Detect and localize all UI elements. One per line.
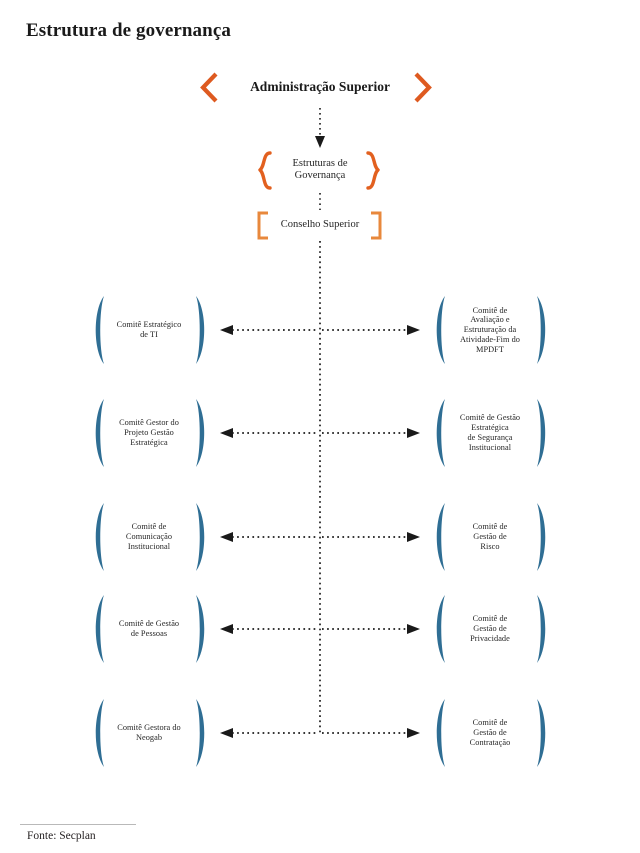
committee-label: Comitê de Gestão de Risco: [472, 522, 508, 551]
committee-node-left-5[interactable]: Comitê Gestora do Neogab: [93, 694, 205, 772]
committee-label: Comitê de Comunicação Institucional: [125, 522, 173, 551]
paren-pair-left-row-2: [95, 399, 205, 467]
square-bracket-left-icon: [257, 211, 268, 240]
committee-node-right-4[interactable]: Comitê de Gestão de Privacidade: [434, 590, 546, 668]
node-administracao-superior[interactable]: Administração Superior: [200, 70, 440, 104]
committee-node-right-3[interactable]: Comitê de Gestão de Risco: [434, 498, 546, 576]
committee-label: Comitê Gestor do Projeto Gestão Estratég…: [119, 418, 179, 447]
paren-pair-right-row-3: [436, 503, 546, 571]
committee-node-right-1[interactable]: Comitê de Avaliação e Estruturação da At…: [434, 291, 546, 369]
committee-node-right-5[interactable]: Comitê de Gestão de Contratação: [434, 694, 546, 772]
node-estruturas-de-governanca[interactable]: Estruturas de Governança: [252, 150, 388, 190]
curly-brace-left-icon: [258, 151, 272, 190]
committee-label: Comitê de Gestão de Privacidade: [470, 614, 510, 643]
committee-label: Comitê de Gestão Estratégica de Seguranç…: [459, 413, 521, 452]
paren-pair-right-row-1: [436, 296, 546, 364]
page-title: Estrutura de governança: [26, 20, 231, 41]
node-estruturas-de-governanca-label: Estruturas de Governança: [292, 157, 348, 181]
node-administracao-superior-label: Administração Superior: [250, 79, 390, 95]
paren-pair-right-row-5: [436, 699, 546, 767]
paren-pair-left-row-5: [95, 699, 205, 767]
branch-connector-row-1: [220, 325, 420, 335]
branch-connector-row-4: [220, 624, 420, 634]
committee-node-left-3[interactable]: Comitê de Comunicação Institucional: [93, 498, 205, 576]
branch-connector-row-5: [220, 728, 420, 738]
committee-label: Comitê de Avaliação e Estruturação da At…: [459, 305, 521, 354]
chevron-right-icon: [414, 72, 432, 103]
node-conselho-superior-label: Conselho Superior: [280, 218, 360, 230]
paren-pair-left-row-1: [95, 296, 205, 364]
footer-divider: [20, 824, 136, 825]
committee-node-right-2[interactable]: Comitê de Gestão Estratégica de Seguranç…: [434, 394, 546, 472]
branch-connector-row-3: [220, 532, 420, 542]
committee-label: Comitê Gestora do Neogab: [117, 723, 181, 742]
committee-node-left-4[interactable]: Comitê de Gestão de Pessoas: [93, 590, 205, 668]
node-conselho-superior[interactable]: Conselho Superior: [252, 212, 388, 238]
committee-label: Comitê de Gestão de Contratação: [469, 718, 511, 747]
committee-label: Comitê Estratégico de TI: [116, 320, 182, 339]
chevron-left-icon: [200, 72, 218, 103]
branch-connector-row-2: [220, 428, 420, 438]
paren-pair-left-row-3: [95, 503, 205, 571]
committee-node-left-2[interactable]: Comitê Gestor do Projeto Gestão Estratég…: [93, 394, 205, 472]
committee-node-left-1[interactable]: Comitê Estratégico de TI: [93, 291, 205, 369]
paren-pair-left-row-4: [95, 595, 205, 663]
diagram-vector-layer: [95, 72, 546, 767]
connector-top-to-governance: [315, 108, 325, 148]
paren-pair-right-row-2: [436, 399, 546, 467]
curly-brace-right-icon: [366, 151, 380, 190]
footer-source-text: Fonte: Secplan: [27, 830, 96, 842]
paren-pair-right-row-4: [436, 595, 546, 663]
committee-label: Comitê de Gestão de Pessoas: [118, 619, 180, 638]
governance-structure-diagram: Administração Superior Estruturas de Gov…: [93, 70, 546, 772]
square-bracket-right-icon: [371, 211, 382, 240]
